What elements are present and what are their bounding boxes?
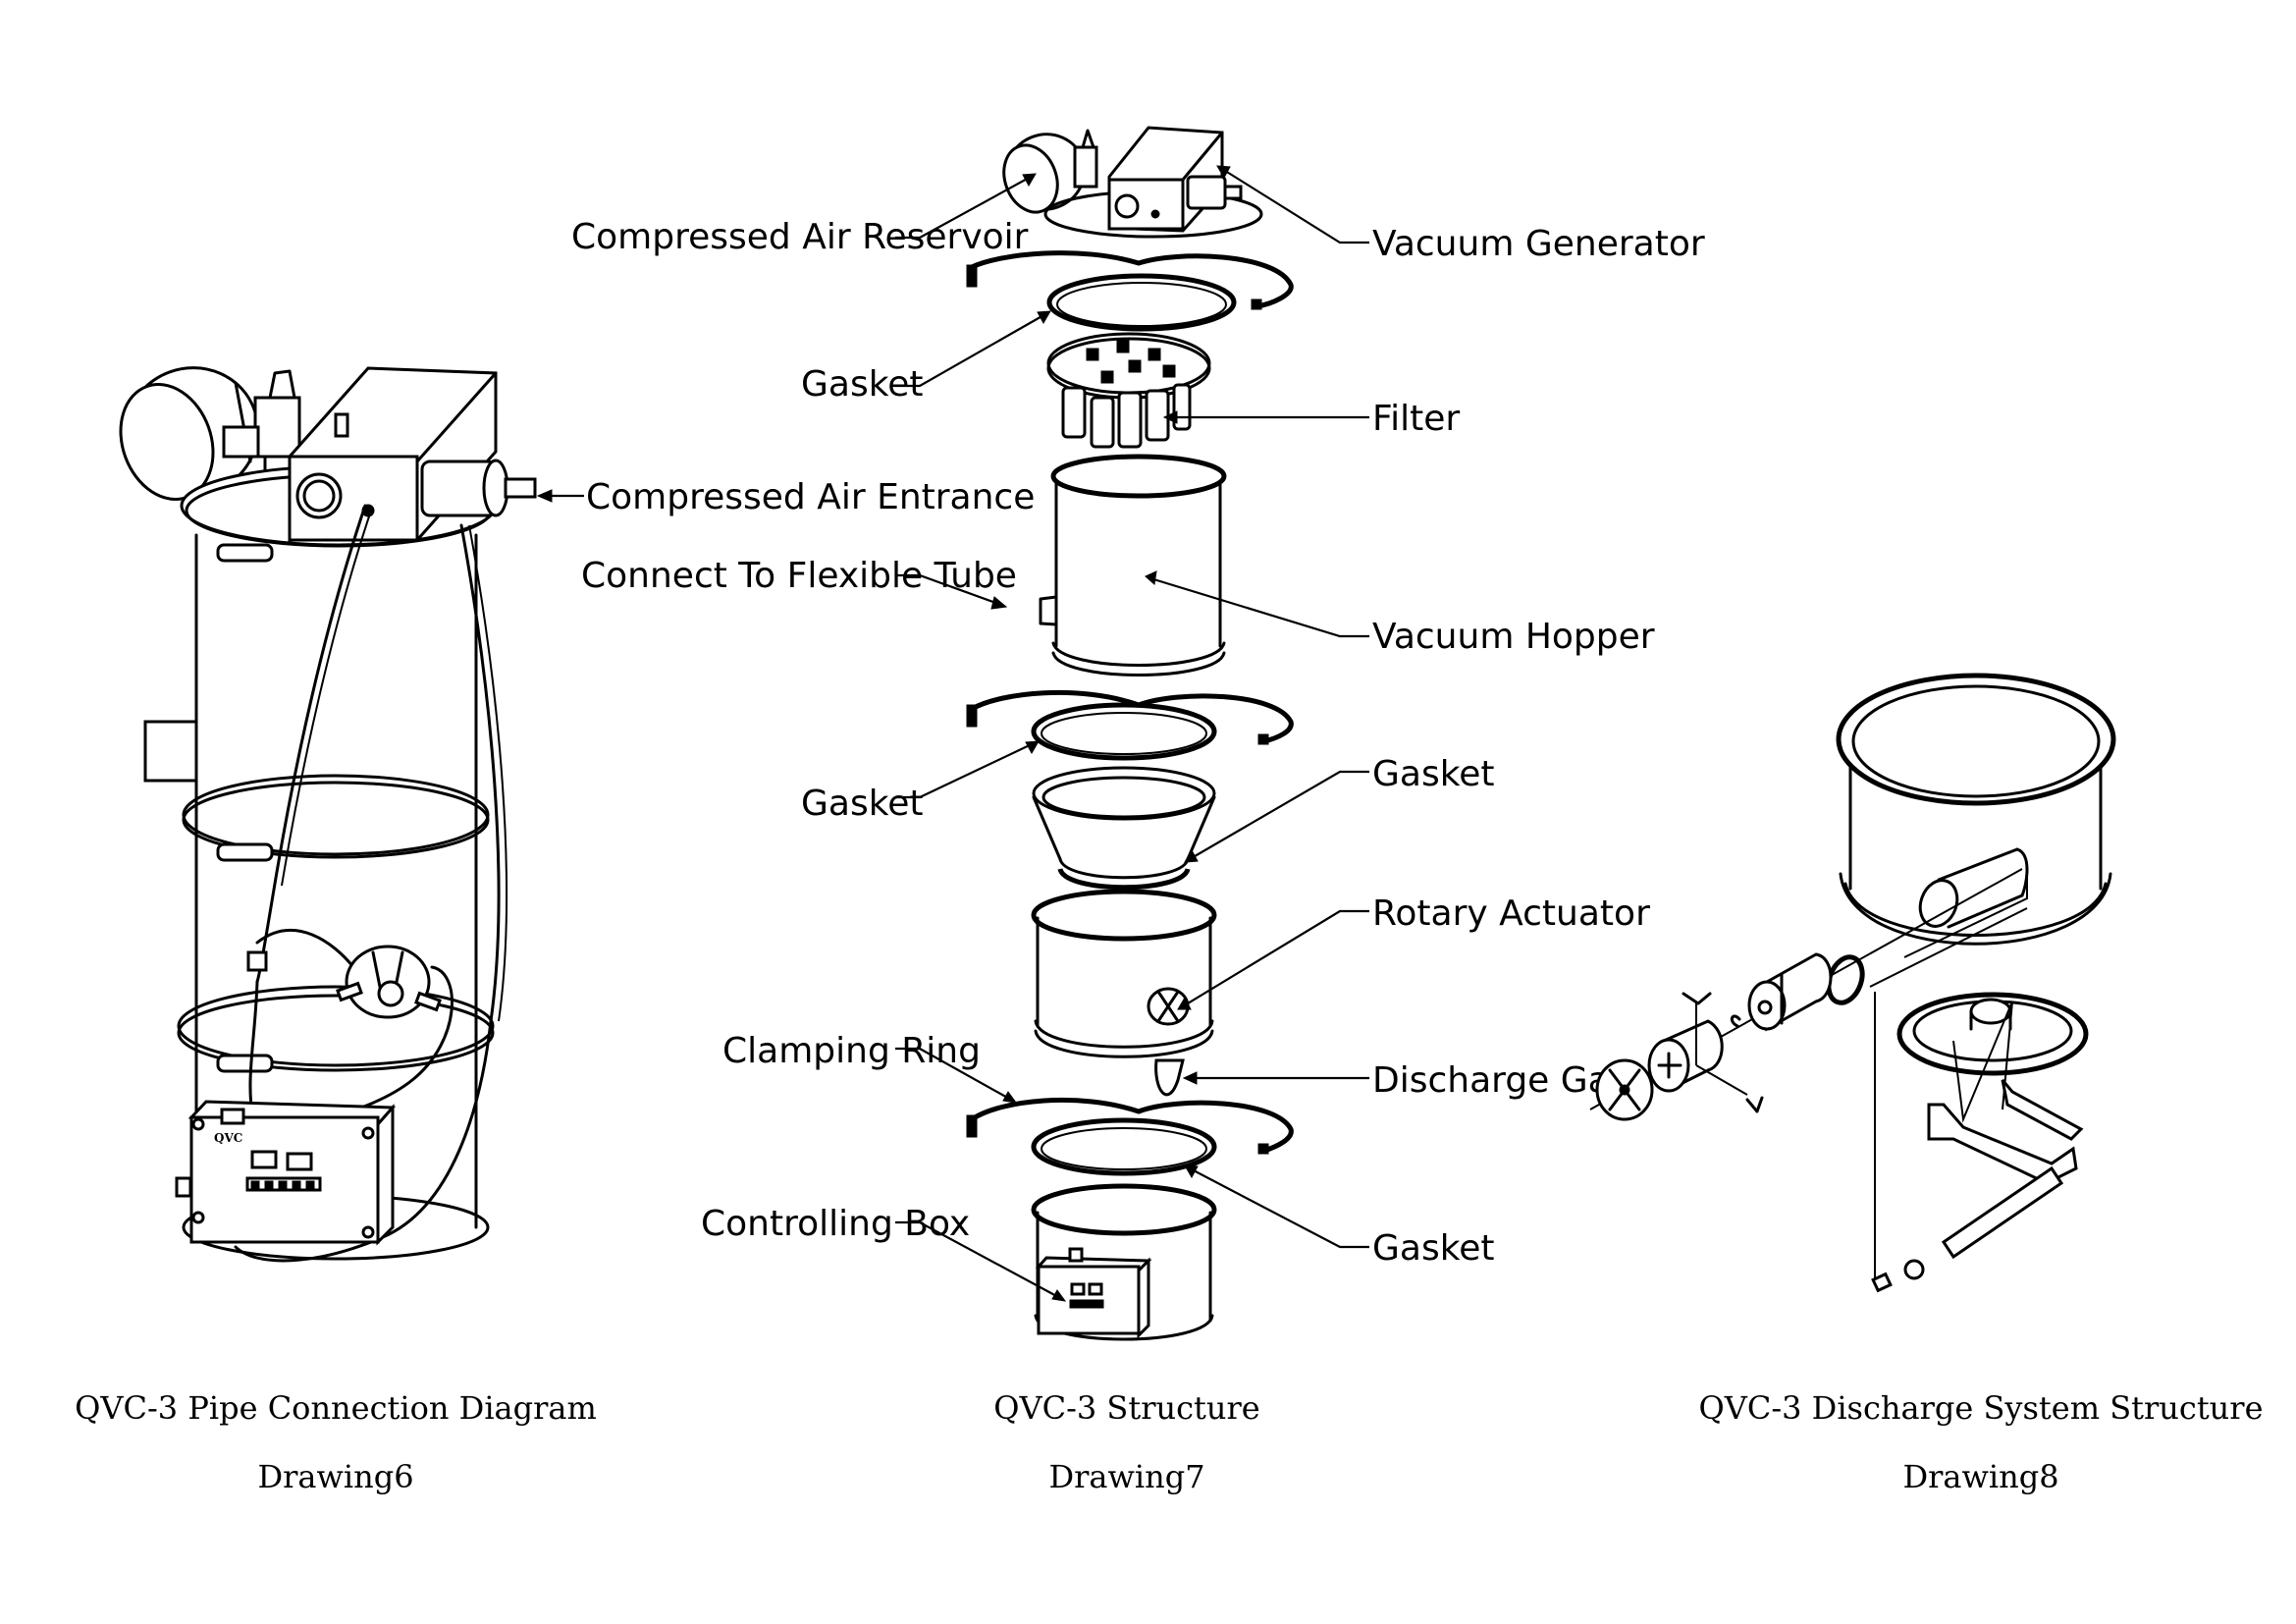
label-compressed-air-entrance: Compressed Air Entrance: [586, 477, 1035, 517]
adapter-block-part: [1647, 992, 1764, 1113]
caption-number-drawing6: Drawing6: [257, 1458, 413, 1495]
callout-connect-to-flexible-tube: Connect To Flexible Tube: [581, 556, 1017, 610]
callout-compressed-air-entrance: Compressed Air Entrance: [536, 477, 1035, 517]
cone-part: [1032, 766, 1216, 891]
bottom-section-part: [1031, 1183, 1217, 1341]
caption-title-drawing6: QVC-3 Pipe Connection Diagram: [75, 1389, 597, 1427]
callout-controlling-box: Controlling Box: [701, 1204, 1067, 1302]
label-vacuum-generator: Vacuum Generator: [1372, 224, 1705, 264]
label-compressed-air-reservoir: Compressed Air Reservoir: [571, 217, 1029, 257]
discharge-hopper-part: [1836, 673, 2116, 958]
gasket-1: [1046, 273, 1237, 332]
callout-vacuum-hopper: Vacuum Hopper: [1145, 570, 1655, 657]
callout-compressed-air-reservoir: Compressed Air Reservoir: [571, 173, 1037, 257]
callout-filter: Filter: [1162, 399, 1460, 439]
discharge-rotary-actuator-part: [1595, 1058, 1654, 1121]
lever-arm-part: [1871, 1001, 2084, 1293]
callout-rotary-actuator: Rotary Actuator: [1177, 893, 1650, 1010]
drawing7-exploded-view: Compressed Air Reservoir Vacuum Generato…: [571, 126, 1705, 1341]
label-vacuum-hopper: Vacuum Hopper: [1372, 617, 1655, 657]
label-connect-to-flexible-tube: Connect To Flexible Tube: [581, 556, 1017, 596]
vacuum-generator-part: [288, 366, 537, 542]
caption-drawing7: QVC-3 Structure Drawing7: [993, 1389, 1259, 1495]
label-gasket-bottom: Gasket: [1372, 1228, 1495, 1269]
control-box-part: QVC: [175, 1100, 397, 1246]
clamp-ring-1: [966, 250, 1294, 310]
lower-hopper-part: [1031, 889, 1217, 1097]
caption-drawing8: QVC-3 Discharge System Structure Drawing…: [1698, 1389, 2263, 1495]
callout-vacuum-generator: Vacuum Generator: [1216, 165, 1705, 264]
drawing6-assembly: Compressed Air Entrance: [119, 366, 1035, 1263]
caption-title-drawing8: QVC-3 Discharge System Structure: [1698, 1389, 2263, 1427]
top-cover-assembly: [1002, 126, 1263, 239]
callout-gasket-middle-left: Gasket: [801, 740, 1040, 824]
callout-gasket-bottom: Gasket: [1184, 1164, 1495, 1269]
gasket-3: [1031, 1117, 1217, 1176]
gasket-2: [1031, 702, 1217, 761]
caption-number-drawing8: Drawing8: [1902, 1458, 2058, 1495]
e-clip-part: [1730, 1014, 1741, 1028]
drawing8-discharge-system: [1589, 673, 2116, 1293]
rotary-actuator-part: [336, 945, 442, 1019]
filter-part: [1046, 332, 1211, 449]
coupling-cylinder-part: [1747, 952, 1833, 1032]
caption-number-drawing7: Drawing7: [1048, 1458, 1204, 1495]
label-gasket-middle-left: Gasket: [801, 784, 924, 824]
label-filter: Filter: [1372, 399, 1460, 439]
caption-title-drawing7: QVC-3 Structure: [993, 1389, 1259, 1427]
callout-gasket-middle-right: Gasket: [1184, 754, 1495, 863]
callout-discharge-gate: Discharge Gate: [1182, 1060, 1645, 1101]
label-gasket-top: Gasket: [801, 364, 924, 405]
callout-clamping-ring: Clamping Ring: [722, 1031, 1018, 1104]
label-controlling-box: Controlling Box: [701, 1204, 970, 1244]
air-hoses: [234, 504, 508, 1263]
label-gasket-middle-right: Gasket: [1372, 754, 1495, 794]
vacuum-hopper-part: [1039, 454, 1227, 677]
label-clamping-ring: Clamping Ring: [722, 1031, 981, 1071]
caption-drawing6: QVC-3 Pipe Connection Diagram Drawing6: [75, 1389, 597, 1495]
compressed-air-reservoir-part: [119, 366, 260, 501]
label-rotary-actuator: Rotary Actuator: [1372, 893, 1650, 934]
clamp-ring-3: [966, 1097, 1294, 1155]
controller-brand: QVC: [214, 1131, 242, 1145]
clamp-ring-2: [966, 689, 1294, 745]
callout-gasket-top: Gasket: [801, 310, 1051, 405]
